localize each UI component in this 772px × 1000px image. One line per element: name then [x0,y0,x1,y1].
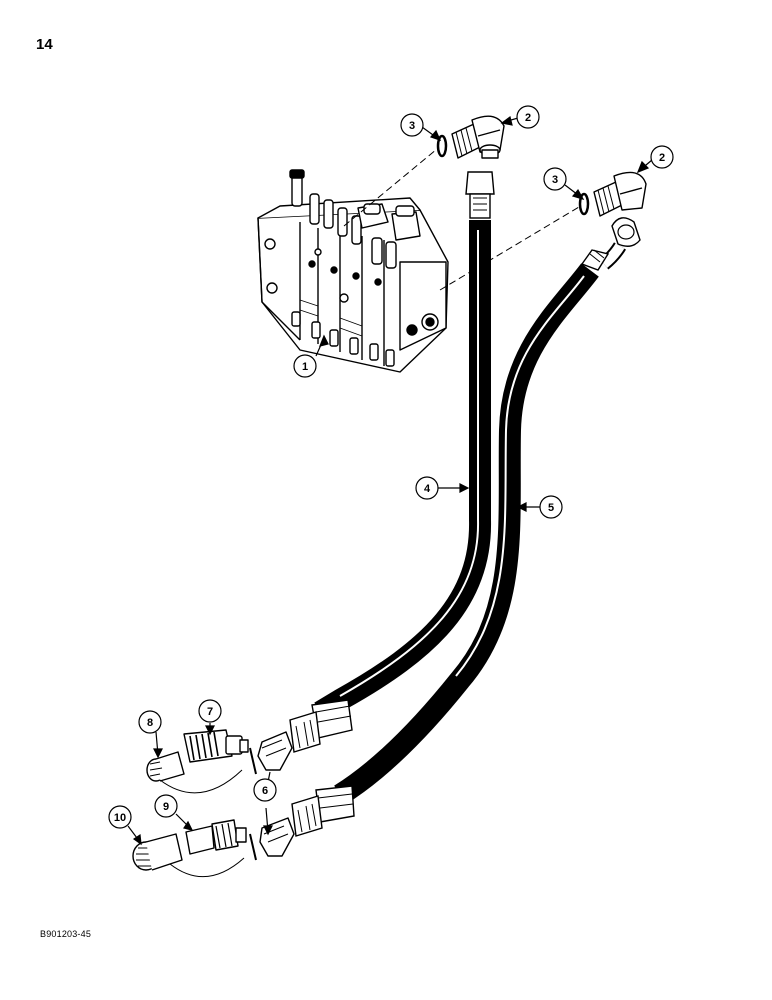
callout-6-label: 6 [262,785,268,797]
callout-9-bubble [154,794,178,818]
callout-3-left-label: 3 [409,120,415,132]
elbow-fitting-left [436,115,505,159]
callout-4-bubble [415,476,439,500]
callout-3-right-label: 3 [552,174,558,186]
callout-4-label: 4 [424,483,431,495]
callout-1-label: 1 [302,361,308,373]
upper-coupling-group [146,729,293,794]
figure-code: B901203-45 [40,929,92,939]
callout-2-right-label: 2 [659,152,665,164]
callout-10-bubble [108,805,132,829]
callout-5-label: 5 [548,502,554,514]
callout-6-bubble [253,778,277,802]
callout-9-label: 9 [163,801,169,813]
callout-8-bubble [138,710,162,734]
callout-labels: 1 2 2 3 3 4 5 6 7 8 9 10 [114,112,665,824]
callout-10-label: 10 [114,812,126,824]
lower-coupling-group [132,817,295,877]
callouts [108,105,674,846]
callout-3-left-bubble [400,113,424,137]
page-number: 14 [36,36,53,53]
hose-4 [289,171,495,753]
callout-2-left-bubble [516,105,540,129]
elbow-fitting-right [578,171,647,217]
callout-3-right-bubble [543,167,567,191]
callout-1-bubble [293,354,317,378]
callout-7-bubble [198,699,222,723]
callout-5-bubble [539,495,563,519]
callout-2-left-label: 2 [525,112,531,124]
alignment-lines [343,148,580,291]
callout-7-label: 7 [207,706,213,718]
callout-2-right-bubble [650,145,674,169]
control-valve [257,169,449,373]
callout-8-label: 8 [147,717,153,729]
hose-5 [291,217,641,837]
